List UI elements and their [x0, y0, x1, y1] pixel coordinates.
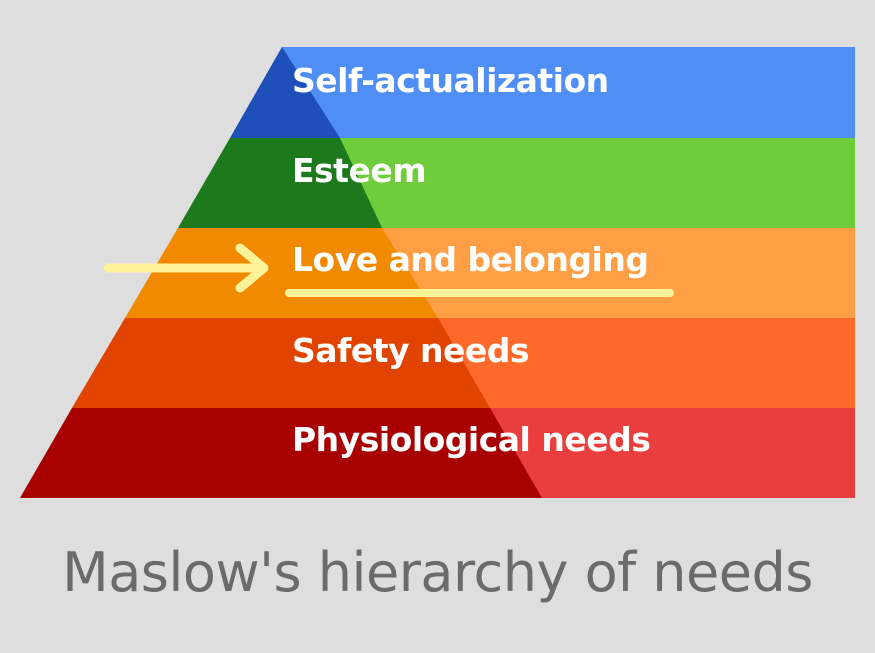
- level-label-esteem: Esteem: [292, 151, 427, 190]
- level-label-physiological-needs: Physiological needs: [292, 420, 651, 459]
- level-label-safety-needs: Safety needs: [292, 331, 530, 370]
- level-esteem: [178, 138, 855, 228]
- level-esteem-shade: [178, 138, 382, 228]
- highlight-arrow-head: [235, 243, 269, 293]
- level-safety-needs-shade: [72, 318, 490, 408]
- level-safety-needs: [72, 318, 855, 408]
- level-label-self-actualization: Self-actualization: [292, 61, 609, 100]
- level-physiological-needs-shade: [20, 408, 542, 498]
- highlight-arrow: [103, 243, 269, 293]
- level-self-actualization-band: [230, 47, 855, 138]
- level-self-actualization: [230, 47, 855, 138]
- level-physiological-needs: [20, 408, 855, 498]
- level-self-actualization-shade: [230, 47, 340, 138]
- diagram-title: Maslow's hierarchy of needs: [62, 541, 813, 604]
- level-label-love-and-belonging: Love and belonging: [292, 240, 649, 279]
